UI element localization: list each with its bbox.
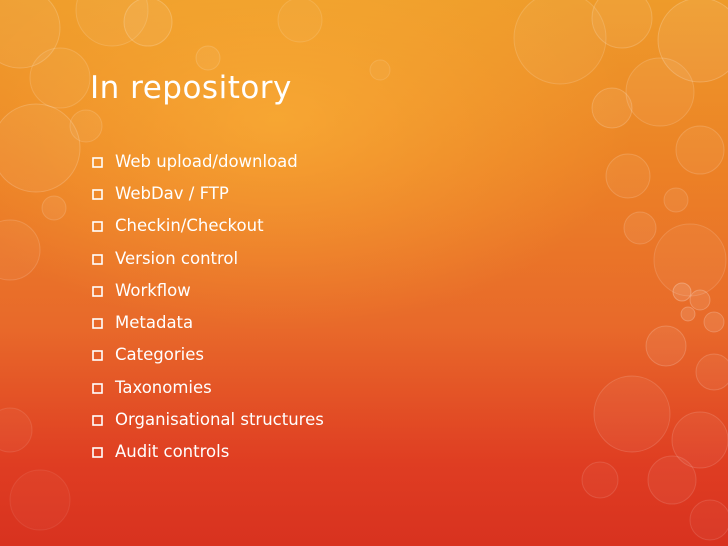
bullet-item: Version control [92, 242, 324, 274]
bullet-text: Web upload/download [115, 151, 298, 171]
bullet-item: Web upload/download [92, 145, 324, 177]
bubble-decoration [695, 353, 728, 391]
bullet-item: Metadata [92, 306, 324, 338]
bubble-decoration [593, 375, 671, 453]
hollow-square-icon [92, 415, 103, 426]
bubble-decoration [195, 45, 221, 71]
bullet-list: Web upload/download WebDav / FTP Checkin… [92, 145, 324, 468]
bubble-decoration [625, 57, 695, 127]
bubble-decoration [9, 469, 71, 531]
bullet-item: Organisational structures [92, 403, 324, 435]
bubble-decoration [605, 153, 651, 199]
bubble-decoration [657, 0, 728, 83]
hollow-square-icon [92, 447, 103, 459]
bubble-decoration [513, 0, 607, 85]
bubble-decoration [41, 195, 67, 221]
bullet-item: Workflow [92, 274, 324, 306]
bubble-decoration [0, 219, 41, 281]
hollow-square-icon [92, 318, 103, 329]
bubble-decoration [663, 187, 689, 213]
bullet-text: Checkin/Checkout [115, 216, 264, 236]
hollow-square-icon [92, 350, 103, 362]
bubble-decoration [672, 282, 692, 302]
bullet-text: Categories [115, 345, 204, 365]
bubble-decoration [369, 59, 391, 81]
bubble-decoration [581, 461, 619, 499]
bubble-decoration [703, 311, 725, 333]
bubble-decoration [0, 407, 33, 453]
bullet-text: Audit controls [115, 442, 230, 462]
bullet-item: Categories [92, 339, 324, 371]
bullet-text: Metadata [115, 313, 194, 333]
bubble-decoration [591, 0, 653, 49]
bullet-text: WebDav / FTP [115, 183, 229, 203]
bullet-item: Taxonomies [92, 371, 324, 403]
bullet-item: Checkin/Checkout [92, 210, 324, 242]
hollow-square-icon [92, 189, 103, 200]
bubble-decoration [29, 47, 91, 109]
bullet-text: Version control [115, 248, 239, 268]
bubble-decoration [623, 211, 657, 245]
bubble-decoration [689, 499, 728, 541]
bubble-decoration [75, 0, 149, 47]
bullet-text: Organisational structures [115, 410, 324, 430]
bubble-decoration [689, 289, 711, 311]
bubble-decoration [675, 125, 725, 175]
bullet-item: Audit controls [92, 436, 324, 468]
bubble-decoration [591, 87, 633, 129]
bubble-decoration [671, 411, 728, 469]
bubble-decoration [123, 0, 173, 47]
bullet-text: Taxonomies [115, 377, 212, 397]
slide-title: In repository [90, 70, 292, 106]
hollow-square-icon [92, 156, 103, 168]
bullet-item: WebDav / FTP [92, 177, 324, 209]
bubble-decoration [0, 0, 61, 69]
bubble-decoration [680, 306, 696, 322]
bubble-decoration [0, 103, 81, 193]
bubble-decoration [645, 325, 687, 367]
hollow-square-icon [92, 221, 103, 233]
bubble-decoration [647, 455, 697, 505]
hollow-square-icon [92, 253, 103, 265]
bubble-decoration [277, 0, 323, 43]
bubble-decoration [69, 109, 103, 143]
hollow-square-icon [92, 382, 103, 394]
hollow-square-icon [92, 286, 103, 297]
bullet-text: Workflow [115, 280, 191, 300]
bubble-decoration [653, 223, 727, 297]
